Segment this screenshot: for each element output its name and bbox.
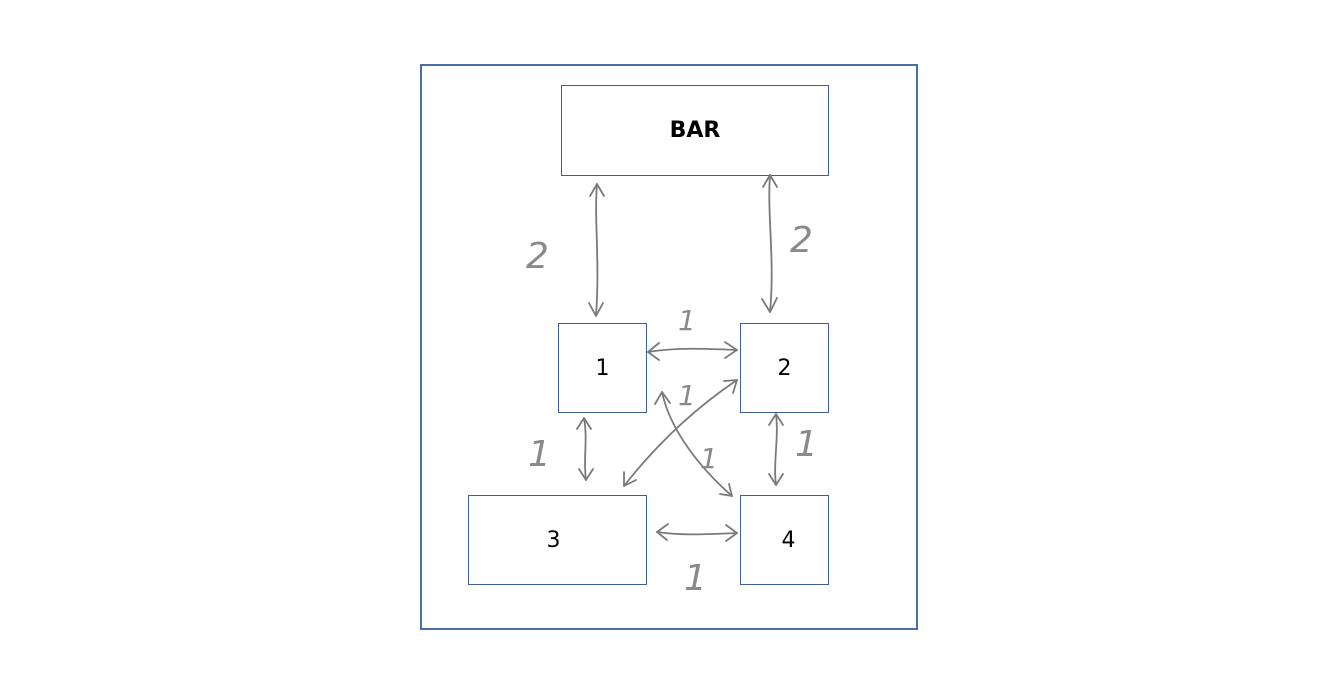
node-4: 4	[740, 495, 829, 585]
node-1: 1	[558, 323, 647, 413]
diagram-frame	[420, 64, 918, 630]
node-bar-label: BAR	[669, 118, 721, 143]
node-2: 2	[740, 323, 829, 413]
node-2-label: 2	[777, 355, 792, 381]
node-bar: BAR	[561, 85, 829, 176]
node-4-label: 4	[781, 527, 796, 553]
node-1-label: 1	[595, 355, 610, 381]
node-3-label: 3	[546, 527, 561, 553]
node-3: 3	[468, 495, 647, 585]
